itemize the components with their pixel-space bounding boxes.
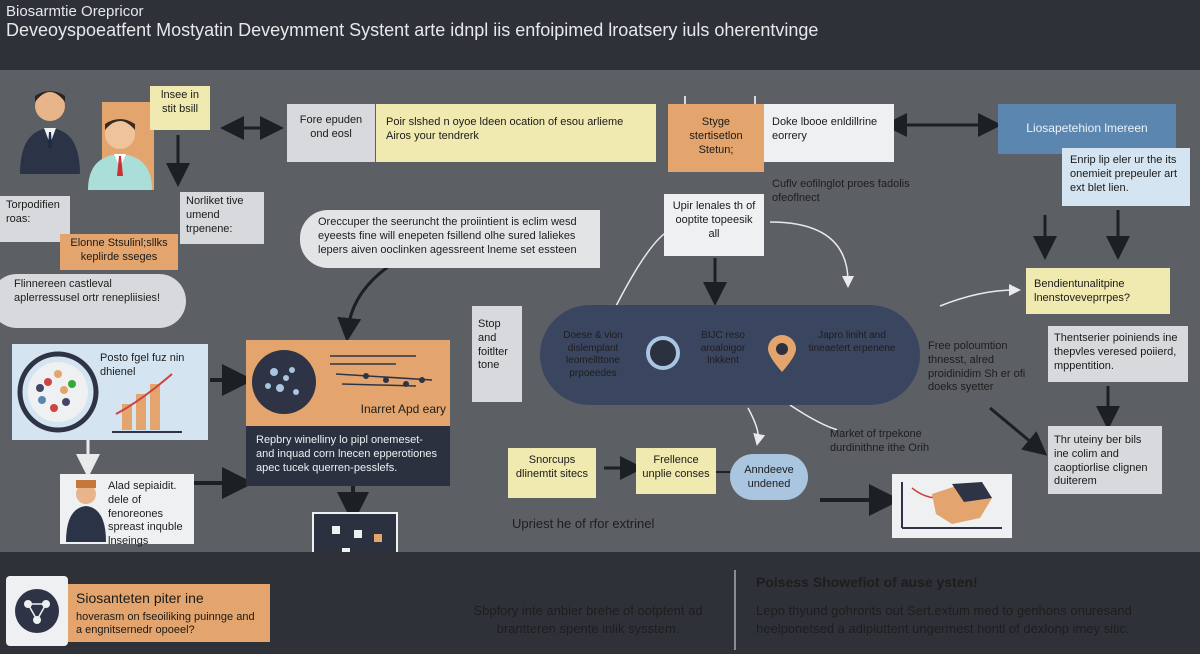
footer-card: Siosanteten piter ine hoverasm on fseoil… <box>68 584 270 642</box>
bottom-caption: Upriest he of rfor extrinel <box>512 516 655 531</box>
top-yellow-box: Poir slshed n oyoe ldeen ocation of esou… <box>376 104 656 162</box>
pipeline-step-2: BIJC reso aroaloigor lnkkent <box>700 330 746 366</box>
people-caption: Elonne Stsulinl;sllks keplirde sseges <box>60 234 178 270</box>
footer-right-title: Poisess Showefiot of ause ysten! <box>756 574 978 590</box>
footer-divider <box>734 570 736 650</box>
bottom-bubble-text: Anndeeve undened <box>744 464 794 490</box>
people-label-right: Norliket tive umend trpenene: <box>180 192 264 244</box>
bottom-box-2: Frellence unplie conses <box>636 448 716 494</box>
location-pin-icon <box>766 334 798 374</box>
circle-icon <box>646 336 680 370</box>
mini-chart <box>892 474 1012 538</box>
bottom-bubble <box>730 454 808 500</box>
right-gray-box-1: Thentserier poiniends ine thepvles veres… <box>1048 326 1188 382</box>
right-gray-box-2: Thr uteiny ber bils ine colim and caopti… <box>1048 426 1162 494</box>
center-right-note: Cuflv eofilnglot proes fadolis ofeoflnec… <box>772 178 910 204</box>
left-bubble-text: Flinnereen castleval aplerressusel ortr … <box>14 278 161 304</box>
header-bar: Biosarmtie Orepricor Deveoyspoeatfent Mo… <box>0 0 1200 70</box>
footer-card-title: Siosanteten piter ine <box>76 590 204 606</box>
right-free-text: Free poloumtion thnesst, alred proidinid… <box>928 340 1026 394</box>
network-icon <box>252 350 433 414</box>
orange-card <box>246 340 450 426</box>
footer-mid-text: Sbpfory inte anbier brehe of ootptent ad… <box>473 603 703 636</box>
chart-panel <box>12 344 208 440</box>
left-speech-bubble <box>0 274 186 328</box>
people-illustration <box>16 84 156 190</box>
presenter-icon <box>64 478 108 542</box>
orange-card-text: Repbry winelliny lo pipl onemeset- and i… <box>246 426 450 486</box>
businessmen-icon <box>20 91 154 190</box>
speech-bubble <box>300 210 600 268</box>
top-orange-box: Styge stertisetlon Stetun; <box>668 104 764 172</box>
target-chart-icon <box>17 351 182 433</box>
orange-card-title: Inarret Apd eary <box>360 402 446 416</box>
top-white-box: Doke lbooe enldillrine eorrery <box>764 104 894 162</box>
person-text: Alad sepiaidit. dele of fenoreones sprea… <box>108 480 183 547</box>
pipeline-capsule <box>540 305 920 405</box>
speech-text: Oreccuper the seeruncht the proiintient … <box>318 216 577 256</box>
pipeline-step-3: Japro liniht and tineaetert erpenene <box>808 330 896 354</box>
right-yellow-box: Bendientunalitpine lnenstoveveprrpes? <box>1026 268 1170 314</box>
network-node-icon <box>15 589 59 633</box>
top-blue-box: Liosapetehion lmereen <box>998 104 1176 154</box>
center-question-box: Upir lenales th of ooptite topeesik all <box>664 194 764 256</box>
footer-right-text: Lepo thyund gohrorits out Sert.extum med… <box>756 603 1132 636</box>
line-chart-icon <box>901 482 1002 529</box>
footer-network-card <box>6 576 68 646</box>
right-note-box: Enrip lip eler ur the its onemieit prepe… <box>1062 148 1190 206</box>
people-note-top: lnsee in stit bsill <box>150 86 210 130</box>
pipeline-step-1: Doese & vion dislemplant leomellttone pr… <box>563 330 623 379</box>
stop-box: Stop and foitlter tone <box>472 306 522 402</box>
people-label-left: Torpodifien roas: <box>0 196 70 242</box>
header-subtitle: Biosarmtie Orepricor <box>6 3 144 20</box>
market-text: Market of trpekone durdinithne ithe Orih <box>830 428 930 454</box>
top-gray-box: Fore epuden ond eosl <box>287 104 375 162</box>
chart-caption: Posto fgel fuz nin dhienel <box>100 352 185 378</box>
bottom-box-1: Snorcups dlinemtit sitecs <box>508 448 596 498</box>
footer-card-text: hoverasm on fseoiliking puinnge and a en… <box>76 610 255 637</box>
header-title: Deveoyspoeatfent Mostyatin Deveymment Sy… <box>6 20 819 40</box>
